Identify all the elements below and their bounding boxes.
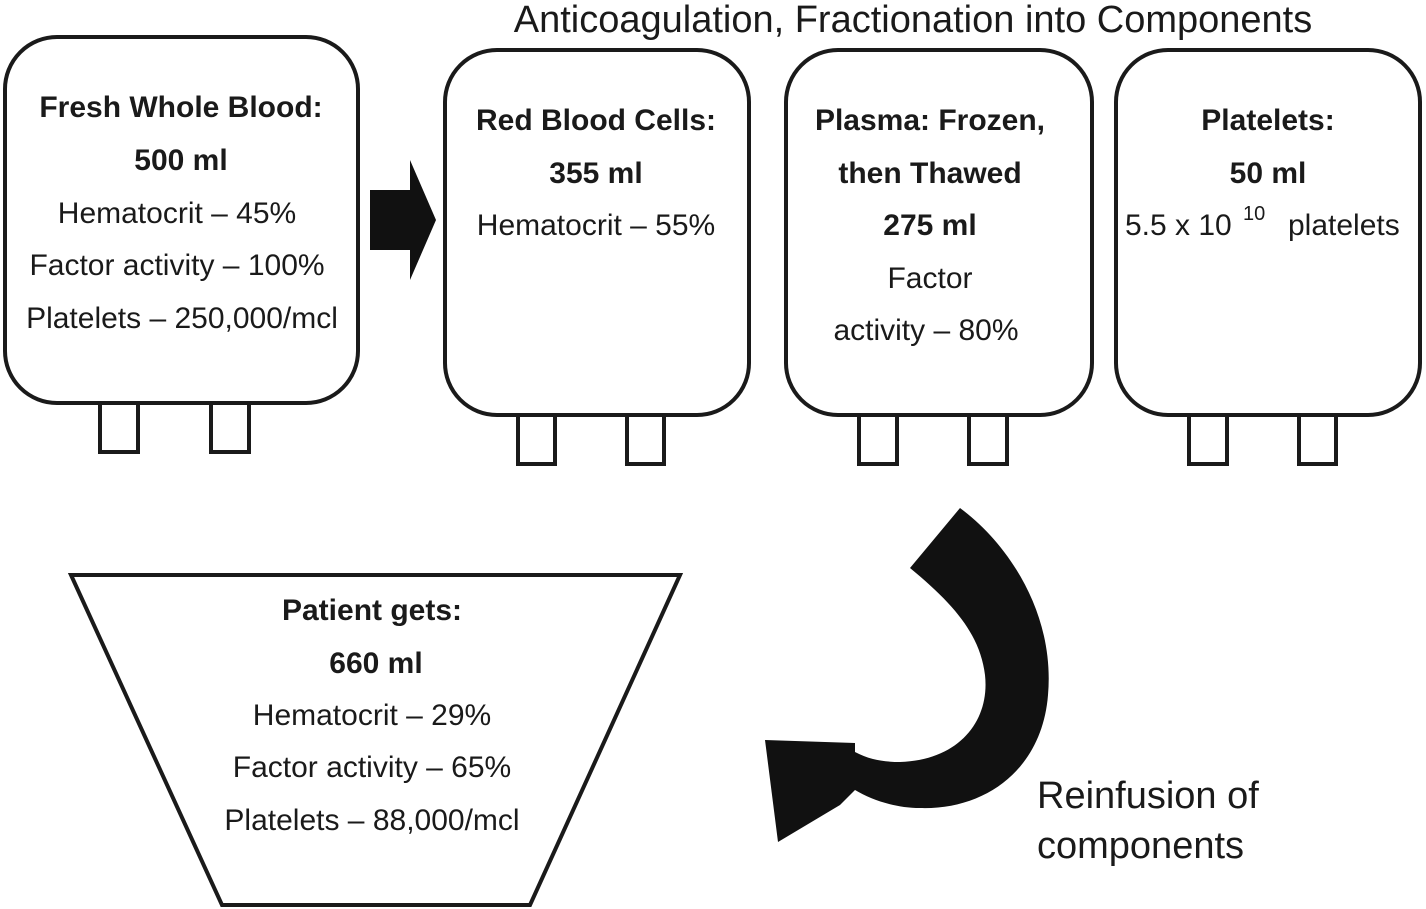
plasma-bag-body (784, 48, 1094, 417)
red-cells-port-left (516, 413, 557, 466)
patient-title: Patient gets: (282, 594, 462, 627)
plasma-title-line1: Plasma: Frozen, (815, 104, 1045, 137)
whole-blood-port-left (98, 401, 140, 454)
whole-blood-port-right (209, 401, 251, 454)
reinfusion-label-line2: components (1037, 825, 1244, 867)
red-cells-port-right (625, 413, 666, 466)
plasma-title-line2: then Thawed (838, 157, 1021, 190)
patient-container: Patient gets: 660 ml Hematocrit – 29% Fa… (67, 573, 684, 907)
patient-factor: Factor activity – 65% (233, 751, 511, 784)
whole-blood-platelets: Platelets – 250,000/mcl (26, 302, 338, 335)
platelets-port-left (1187, 413, 1229, 466)
plasma-port-left (857, 413, 899, 466)
red-cells-volume: 355 ml (549, 157, 642, 190)
platelets-bag-body (1114, 48, 1422, 417)
whole-blood-title: Fresh Whole Blood: (39, 91, 322, 124)
whole-blood-bag: Fresh Whole Blood: 500 ml Hematocrit – 4… (3, 35, 360, 454)
plasma-bag: Plasma: Frozen, then Thawed 275 ml Facto… (784, 48, 1094, 466)
reinfusion-label-line1: Reinfusion of (1037, 775, 1259, 817)
platelets-bag: Platelets: 50 ml 5.5 x 10 10 platelets (1114, 48, 1422, 466)
right-arrow-icon (370, 160, 436, 280)
platelets-count-unit: platelets (1288, 209, 1400, 242)
plasma-factor-line1: Factor (887, 262, 972, 295)
red-cells-bag-body (443, 48, 751, 417)
whole-blood-bag-body (3, 35, 360, 405)
patient-hematocrit: Hematocrit – 29% (253, 699, 491, 732)
whole-blood-volume: 500 ml (134, 144, 227, 177)
red-cells-bag: Red Blood Cells: 355 ml Hematocrit – 55% (443, 48, 751, 466)
whole-blood-factor: Factor activity – 100% (29, 249, 324, 282)
plasma-factor-line2: activity – 80% (833, 314, 1018, 347)
platelets-count-base: 5.5 x 10 (1125, 209, 1232, 242)
platelets-volume: 50 ml (1230, 157, 1307, 190)
patient-trapezoid (67, 573, 684, 907)
whole-blood-hematocrit: Hematocrit – 45% (58, 197, 296, 230)
red-cells-hematocrit: Hematocrit – 55% (477, 209, 715, 242)
plasma-volume: 275 ml (883, 209, 976, 242)
red-cells-title: Red Blood Cells: (476, 104, 716, 137)
plasma-port-right (967, 413, 1009, 466)
patient-platelets: Platelets – 88,000/mcl (224, 804, 519, 837)
platelets-port-right (1297, 413, 1338, 466)
header-title: Anticoagulation, Fractionation into Comp… (514, 0, 1312, 41)
platelets-count-exponent: 10 (1243, 203, 1265, 225)
patient-volume: 660 ml (329, 647, 422, 680)
curved-arrow-icon (765, 508, 1049, 842)
platelets-title: Platelets: (1201, 104, 1334, 137)
